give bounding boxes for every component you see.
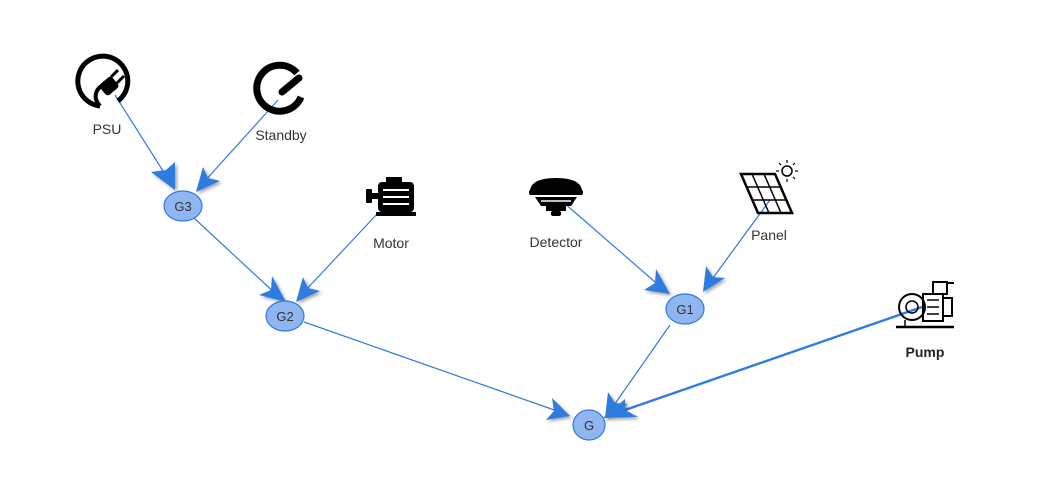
panel-node[interactable]: Panel [739,160,798,243]
psu-label: PSU [93,121,122,137]
motor-icon [366,177,416,216]
node-g[interactable]: G [572,409,606,441]
node-g3[interactable]: G3 [163,190,203,222]
standby-label: Standby [255,127,306,143]
psu-node[interactable]: PSU [75,53,131,137]
arrowhead-motor-g2 [296,277,320,302]
arrowhead-pump-g [603,399,638,418]
edge-standby-g3 [203,99,279,183]
motor-node[interactable]: Motor [366,177,416,251]
smoke-detector-icon [529,178,583,216]
arrowhead-standby-g3 [196,167,220,192]
node-g1[interactable]: G1 [665,293,705,325]
edges [114,94,923,420]
detector-node[interactable]: Detector [529,178,583,250]
arrowhead-detector-g1 [644,269,670,294]
edge-g1-g [611,324,671,409]
power-icon [253,61,305,115]
pump-label: Pump [906,344,945,360]
edge-g3-g2 [193,217,279,297]
arrowhead-psu-g3 [151,162,175,190]
node-g2-label: G2 [276,309,293,324]
standby-node[interactable]: Standby [253,61,307,143]
edge-psu-g3 [114,94,171,183]
node-g-label: G [584,418,594,433]
arrowhead-panel-g1 [703,266,725,292]
edge-pump-g [624,305,923,412]
edge-detector-g1 [562,201,663,289]
motor-label: Motor [373,235,409,251]
node-g3-label: G3 [174,199,191,214]
node-g2[interactable]: G2 [265,300,305,332]
pump-node[interactable]: Pump [896,281,954,360]
arrowhead-g2-g [546,398,570,420]
node-g1-label: G1 [676,302,693,317]
arrowhead-g3-g2 [259,276,286,302]
edge-motor-g2 [303,212,379,293]
pump-icon [896,281,954,329]
edge-g2-g [303,321,561,413]
solar-panel-icon [739,160,798,215]
detector-label: Detector [530,234,583,250]
arrowhead-g1-g [605,392,627,418]
panel-label: Panel [751,227,787,243]
power-plug-icon [75,53,131,109]
